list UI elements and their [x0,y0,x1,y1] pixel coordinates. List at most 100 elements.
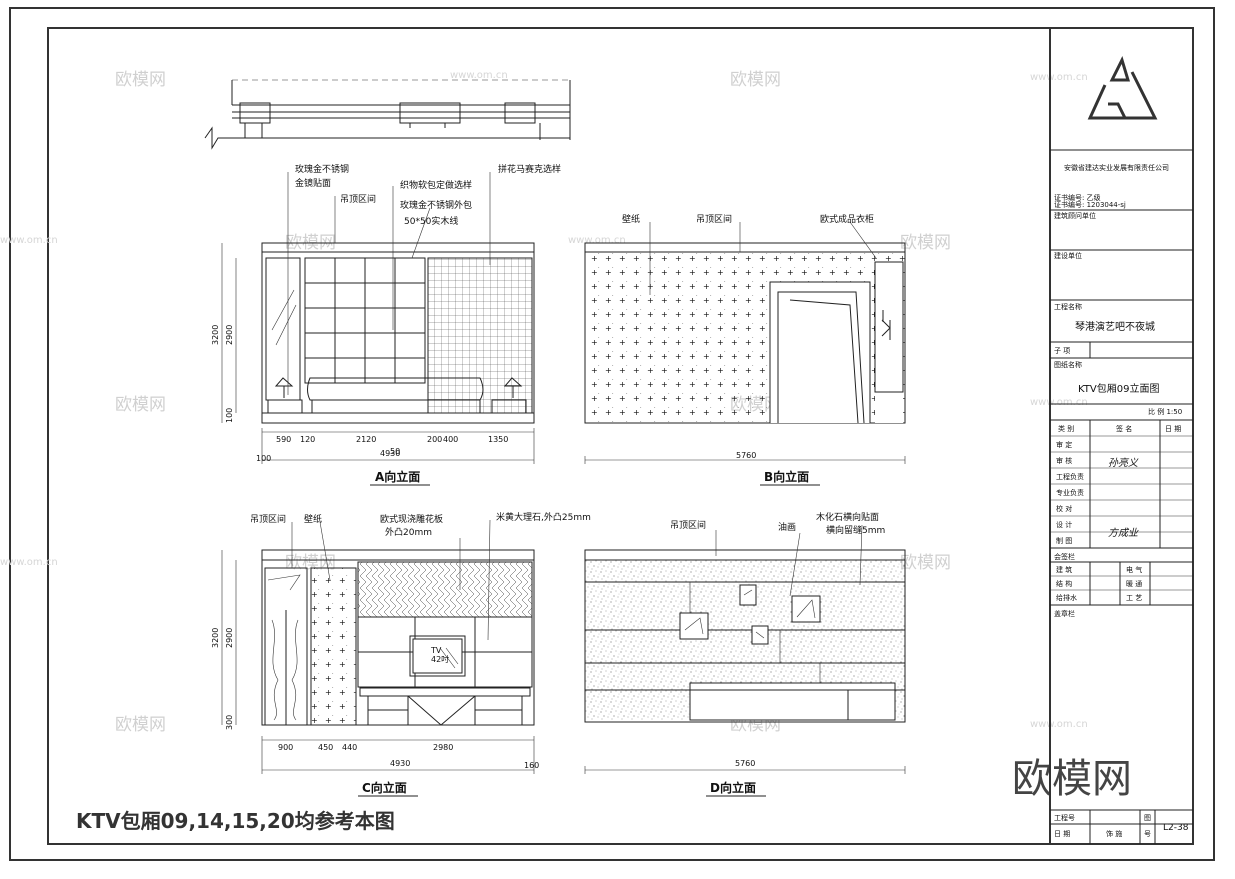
watermark: 欧模网 [115,715,166,735]
label: 外凸20mm [385,526,432,538]
sign-row: 工程负责 [1056,472,1084,481]
owner-label: 建筑顾问单位 [1054,211,1096,220]
cosign-row: 结 构 [1056,579,1072,588]
watermark: 欧模网 [115,70,166,90]
sign-row: 审 核 [1056,456,1072,465]
tv-label: TV [430,646,442,655]
dim-text: 100 [256,454,271,463]
label: 吊顶区间 [250,513,286,525]
dim-text: 400 [443,435,458,444]
label: 壁纸 [622,213,640,225]
label: 吊顶区间 [670,519,706,531]
dim-text: 3200 [211,628,220,648]
footer-note: KTV包厢09,14,15,20均参考本图 [76,809,395,833]
dim-text: 440 [342,743,357,752]
elevation-title: D向立面 [710,780,756,795]
label: 欧式现浇雕花板 [380,513,443,525]
label: 拼花马赛克选样 [498,163,561,175]
sign-row: 专业负责 [1056,488,1084,497]
watermark-url: www.om.cn [0,235,58,246]
watermark-url: www.om.cn [1030,719,1088,730]
signature: 孙亮义 [1108,457,1139,469]
label: 50*50实木线 [404,215,458,227]
project-no-label: 工程号 [1054,813,1075,822]
dim-text: 450 [318,743,333,752]
elevation-b: 壁纸 吊顶区间 欧式成品衣柜 5760 B向立面 [584,213,906,486]
cosign-row: 电 气 [1126,565,1142,574]
label: 吊顶区间 [340,193,376,205]
drawing-label: 图纸名称 [1054,360,1082,369]
label: 木化石横向贴面 [816,511,879,523]
dim-text: 2120 [356,435,376,444]
elevation-title: C向立面 [362,780,407,795]
label: 米黄大理石,外凸25mm [496,511,591,523]
date-label: 日 期 [1054,830,1070,838]
dim-text: 3200 [211,325,220,345]
cert-line: 证书编号: 1203044-sj [1054,200,1126,209]
sign-row: 制 图 [1056,536,1072,545]
scale: 比 例 1:50 [1148,407,1182,416]
watermark-url: www.om.cn [0,557,58,568]
col-header: 签 名 [1116,424,1132,433]
elevation-title: A向立面 [375,469,420,484]
label: 吊顶区间 [696,213,732,225]
label: 织物软包定做选样 [400,179,472,191]
project-name: 琴港演艺吧不夜城 [1075,320,1155,333]
no-label: 号 [1144,830,1151,838]
dim-text: 300 [225,715,234,730]
watermark: 欧模网 [115,395,166,415]
brand-watermark: 欧模网 [1012,756,1132,802]
cosign-row: 建 筑 [1056,565,1072,574]
col-header: 类 别 [1058,424,1074,433]
dim-text: 5760 [736,451,756,460]
cosign-label: 会签栏 [1054,552,1075,561]
dim-text: 590 [276,435,291,444]
elevation-d: 吊顶区间 油画 木化石横向贴面 横向留缝5mm 5760 D向立面 [584,511,906,797]
outer-frame [9,7,1215,861]
dim-text: 200 [427,435,442,444]
col-header: 日 期 [1165,425,1181,433]
dim-text: 2980 [433,743,453,752]
cosign-row: 暖 通 [1126,579,1142,588]
elevation-a: 玫瑰金不锈钢 金镜贴面 吊顶区间 织物软包定做选样 玫瑰金不锈钢外包 50*50… [211,163,561,486]
label: 玫瑰金不锈钢 [295,163,349,175]
elevation-title: B向立面 [764,469,809,484]
dim-text: 1350 [488,435,508,444]
watermark: 欧模网 [900,553,951,573]
watermark-url: www.om.cn [1030,72,1088,83]
tv-size: 42吋 [431,654,449,664]
watermark-url: www.om.cn [450,70,508,81]
dim-text: 2900 [225,628,234,648]
label: 横向留缝5mm [826,524,885,536]
dim-text: 100 [225,408,234,423]
dim-text: 5760 [735,759,755,768]
cosign-row: 给排水 [1056,593,1077,602]
company-logo [1087,55,1158,120]
date-value: 饰 施 [1106,829,1122,838]
dim-text: 4930 [390,759,410,768]
stamp-label: 盖章栏 [1054,609,1075,618]
label: 壁纸 [304,513,322,525]
label: 玫瑰金不锈钢外包 [400,199,472,211]
sign-row: 校 对 [1056,504,1072,513]
watermark-url: www.om.cn [568,235,626,246]
drawing-name: KTV包厢09立面图 [1078,382,1159,395]
dim-text: 50 [390,447,400,456]
sign-row: 设 计 [1056,520,1072,529]
dim-text: 900 [278,743,293,752]
sheet-label: 图 [1144,814,1151,822]
dim-text: 2900 [225,325,234,345]
elevation-c: TV 42吋 吊顶区间 壁纸 欧式现浇雕花板 外凸20mm 米黄大理石,外凸25… [211,511,591,797]
sign-row: 审 定 [1056,440,1072,449]
watermark: 欧模网 [730,70,781,90]
label: 金镜贴面 [295,177,331,189]
sub-label: 子 项 [1054,347,1070,355]
company-name: 安徽省建达实业发展有限责任公司 [1064,163,1169,172]
watermark: 欧模网 [900,233,951,253]
dim-text: 4930 [380,449,400,458]
label: 欧式成品衣柜 [820,213,874,225]
sheet-number: L2-38 [1163,823,1189,833]
dim-text: 120 [300,435,315,444]
